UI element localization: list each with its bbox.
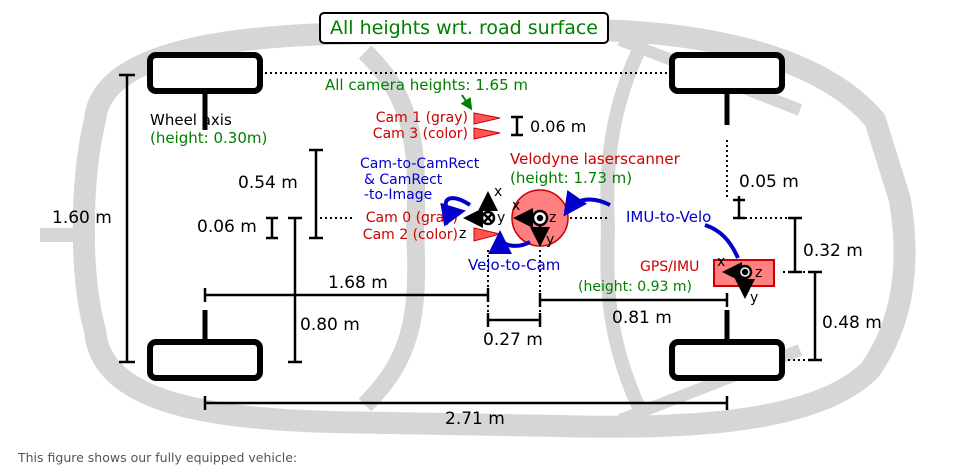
camera-frame xyxy=(463,191,498,228)
cam-to-camrect-label-1: Cam-to-CamRect xyxy=(360,156,480,172)
gps-name: GPS/IMU xyxy=(640,259,699,275)
dim-271: 2.71 m xyxy=(445,409,505,429)
camera-heights-label: All camera heights: 1.65 m xyxy=(325,76,528,94)
imu-frame xyxy=(722,262,755,299)
wheel-rear-right xyxy=(669,339,785,381)
cam-axis-z: z xyxy=(459,226,466,242)
wheel-axis-posts xyxy=(202,91,730,342)
transform-arrows xyxy=(440,190,740,259)
dim-054: 0.54 m xyxy=(238,173,298,193)
wheel-front-left xyxy=(147,52,263,94)
vehicle-diagram: All heights wrt. road surface All camera… xyxy=(40,12,916,438)
imu-axis-y: y xyxy=(750,290,758,306)
dim-080: 0.80 m xyxy=(300,315,360,335)
cam-axis-x: x xyxy=(494,184,502,200)
dim-048: 0.48 m xyxy=(822,313,882,333)
velodyne-height: (height: 1.73 m) xyxy=(510,169,632,187)
dim-005: 0.05 m xyxy=(739,172,799,192)
dim-160: 1.60 m xyxy=(52,208,112,228)
imu-to-velo-label: IMU-to-Velo xyxy=(626,208,711,226)
gps-height: (height: 0.93 m) xyxy=(578,279,692,295)
imu-axis-z: z xyxy=(755,265,762,281)
cam-to-camrect-label-2: & CamRect xyxy=(364,172,443,188)
dim-027: 0.27 m xyxy=(483,330,543,350)
wheel-axis-line2: (height: 0.30m) xyxy=(150,129,267,147)
dim-081: 0.81 m xyxy=(612,308,672,328)
velo-axis-z: z xyxy=(549,210,556,226)
wheel-front-right xyxy=(669,52,785,94)
velo-to-cam-label: Velo-to-Cam xyxy=(468,256,560,274)
dim-006-top: 0.06 m xyxy=(530,117,586,136)
camera-icons-top xyxy=(473,112,501,140)
wheel-axis-line1: Wheel axis xyxy=(150,111,232,129)
wheel-rear-left xyxy=(147,339,263,381)
velodyne-frame xyxy=(513,208,550,247)
dim-006-left: 0.06 m xyxy=(197,217,257,237)
figure-caption: This figure shows our fully equipped veh… xyxy=(18,450,298,465)
dim-032: 0.32 m xyxy=(803,241,863,261)
title-box xyxy=(319,12,609,44)
velo-axis-y: y xyxy=(546,232,554,248)
title: All heights wrt. road surface xyxy=(330,17,598,39)
cam-to-camrect-label-3: -to-Image xyxy=(364,187,432,203)
camera-icons-bottom xyxy=(473,227,501,242)
imu-axis-x: x xyxy=(717,254,725,270)
cam-axis-y: y xyxy=(497,210,505,226)
cam0-label: Cam 0 (gray) xyxy=(366,210,458,226)
dimension-lines xyxy=(119,73,822,410)
cam1-label: Cam 1 (gray) xyxy=(376,110,468,126)
dim-168: 1.68 m xyxy=(328,273,388,293)
velodyne-name: Velodyne laserscanner xyxy=(510,150,681,168)
velo-axis-x: x xyxy=(512,198,520,214)
cam3-label: Cam 3 (color) xyxy=(373,126,468,142)
cam2-label: Cam 2 (color) xyxy=(363,227,458,243)
